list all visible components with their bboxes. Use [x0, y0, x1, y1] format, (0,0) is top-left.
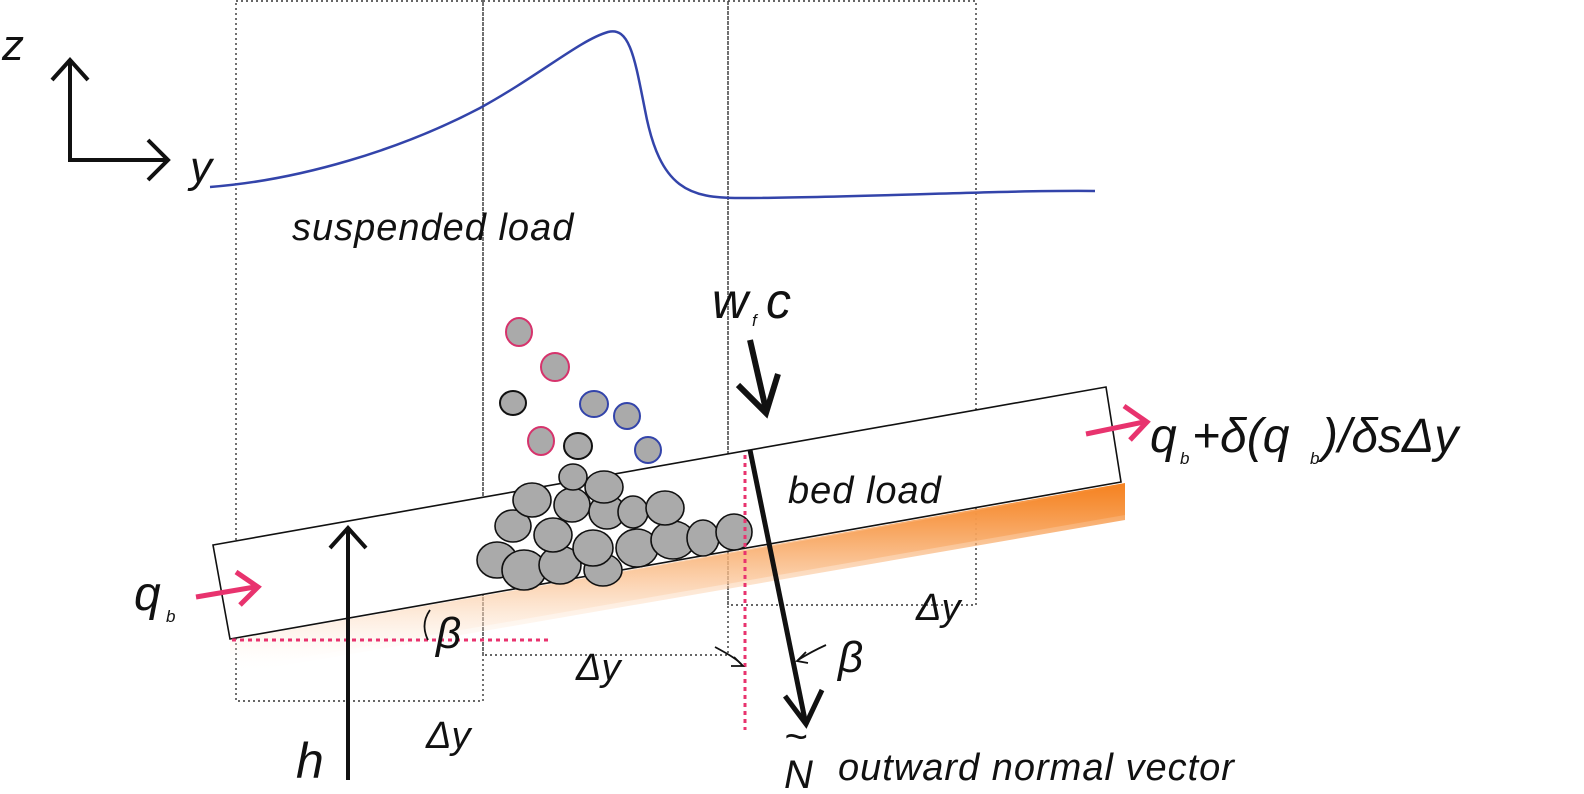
beta-right-label: β [836, 633, 863, 682]
settling-f: f [752, 311, 759, 330]
grain-blue-3 [634, 436, 662, 464]
grain-blue-1 [579, 390, 609, 418]
grain-pink-3 [527, 426, 555, 456]
settling-c: c [766, 273, 791, 329]
h-label: h [296, 733, 324, 789]
angle-marks [423, 609, 827, 667]
grain-blue-2 [613, 402, 641, 430]
falling-grains [499, 317, 662, 464]
suspended-load-label: suspended load [292, 207, 575, 249]
control-volume-boxes [235, 0, 977, 702]
axes-icon [50, 57, 171, 182]
grain-pile [476, 463, 753, 591]
flux-out-arrow [1085, 403, 1151, 442]
dy-mid-label: Δy [575, 647, 622, 689]
qb-in-b: b [166, 607, 175, 626]
grain-gray-1 [499, 390, 527, 416]
control-volume-left [235, 0, 484, 702]
settling-w: w [712, 273, 751, 329]
beta-arc-left [423, 609, 431, 641]
qb-in-q: q [134, 568, 161, 621]
dy-right-label: Δy [915, 587, 962, 629]
y-axis-label: y [187, 143, 215, 192]
grain-pink-2 [540, 352, 570, 382]
normal-tilde: ~ [784, 715, 807, 759]
grain-gray-2 [563, 432, 593, 460]
grain-pink-1 [505, 317, 533, 347]
bed-load-label: bed load [788, 470, 943, 512]
bed-orange-band [230, 483, 1125, 675]
flux-out-b: b [1180, 449, 1189, 468]
settling-arrow [735, 339, 781, 419]
flux-out-q: q [1150, 410, 1177, 463]
suspended-load-curve [209, 30, 1096, 200]
control-volume-right [727, 0, 977, 606]
normal-vector-label: outward normal vector [838, 747, 1235, 789]
h-arrow [328, 525, 368, 780]
normal-vector-arrow [747, 449, 825, 729]
z-axis-label: z [1, 21, 24, 70]
beta-left-label: β [434, 609, 461, 658]
flux-out-part1: +δ(q [1192, 410, 1290, 463]
flux-in-arrow [195, 569, 262, 607]
flux-out-part2: )/δsΔy [1317, 410, 1461, 463]
dy-left-label: Δy [425, 715, 472, 757]
flux-out-b2: b [1310, 449, 1319, 468]
normal-symbol: N [784, 753, 813, 794]
